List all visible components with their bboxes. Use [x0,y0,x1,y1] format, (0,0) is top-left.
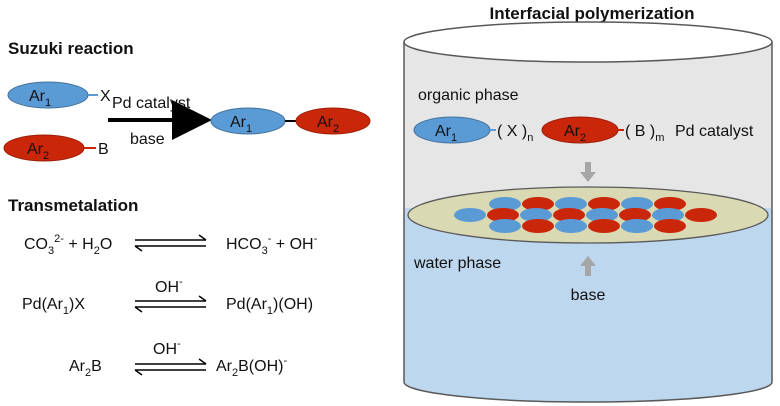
equilibrium-arrow-1 [134,234,207,252]
svg-text:Ar2B: Ar2B [69,358,102,379]
svg-text:HCO3- + OH-: HCO3- + OH- [226,233,318,257]
svg-text:X: X [100,88,111,105]
svg-text:CO32- + H2O: CO32- + H2O [24,233,112,257]
equation-3: OH- Ar2B Ar2B(OH)- [69,338,287,379]
svg-text:Ar1: Ar1 [29,88,51,109]
pd-catalyst-label: Pd catalyst [112,95,191,112]
up-arrow-icon [580,256,596,276]
svg-text:Ar2: Ar2 [564,123,586,144]
ar2-b-reactant: Ar2 B [3,134,109,162]
ar1-ar2-product: Ar1 Ar2 [210,107,371,135]
equation-2: OH- Pd(Ar1)X Pd(Ar1)(OH) [22,276,313,317]
svg-text:OH-: OH- [155,276,183,296]
polymer-film [454,197,717,233]
monomer-ar1-x: Ar1 ( X )n [413,116,533,144]
down-arrow-icon [580,162,596,182]
water-phase-label: water phase [413,255,501,272]
equilibrium-arrow-2 [134,295,207,313]
equilibrium-arrow-3 [134,358,207,376]
water-base-label: base [571,287,606,304]
svg-text:Ar2: Ar2 [317,114,339,135]
svg-text:Ar1: Ar1 [435,123,457,144]
ar1-x-reactant: Ar1 X [7,81,111,109]
suzuki-title: Suzuki reaction [8,39,134,58]
svg-text:Ar2: Ar2 [27,141,49,162]
svg-text:B: B [98,141,109,158]
interfacial-title: Interfacial polymerization [490,4,695,23]
svg-text:Pd(Ar1)(OH): Pd(Ar1)(OH) [226,296,313,317]
svg-text:( X )n: ( X )n [497,123,533,144]
svg-text:OH-: OH- [153,338,181,358]
water-phase [403,208,773,403]
svg-text:( B )m: ( B )m [625,123,664,144]
svg-text:Ar1: Ar1 [230,114,252,135]
interfacial-catalyst-label: Pd catalyst [675,123,754,140]
transmetalation-title: Transmetalation [8,196,138,215]
svg-text:Ar2B(OH)-: Ar2B(OH)- [216,355,287,379]
equation-1: CO32- + H2O HCO3- + OH- [24,233,318,257]
monomer-ar2-b: Ar2 ( B )m [541,116,664,144]
svg-text:Pd(Ar1)X: Pd(Ar1)X [22,296,85,317]
organic-phase-label: organic phase [418,87,519,104]
base-label: base [130,131,165,148]
